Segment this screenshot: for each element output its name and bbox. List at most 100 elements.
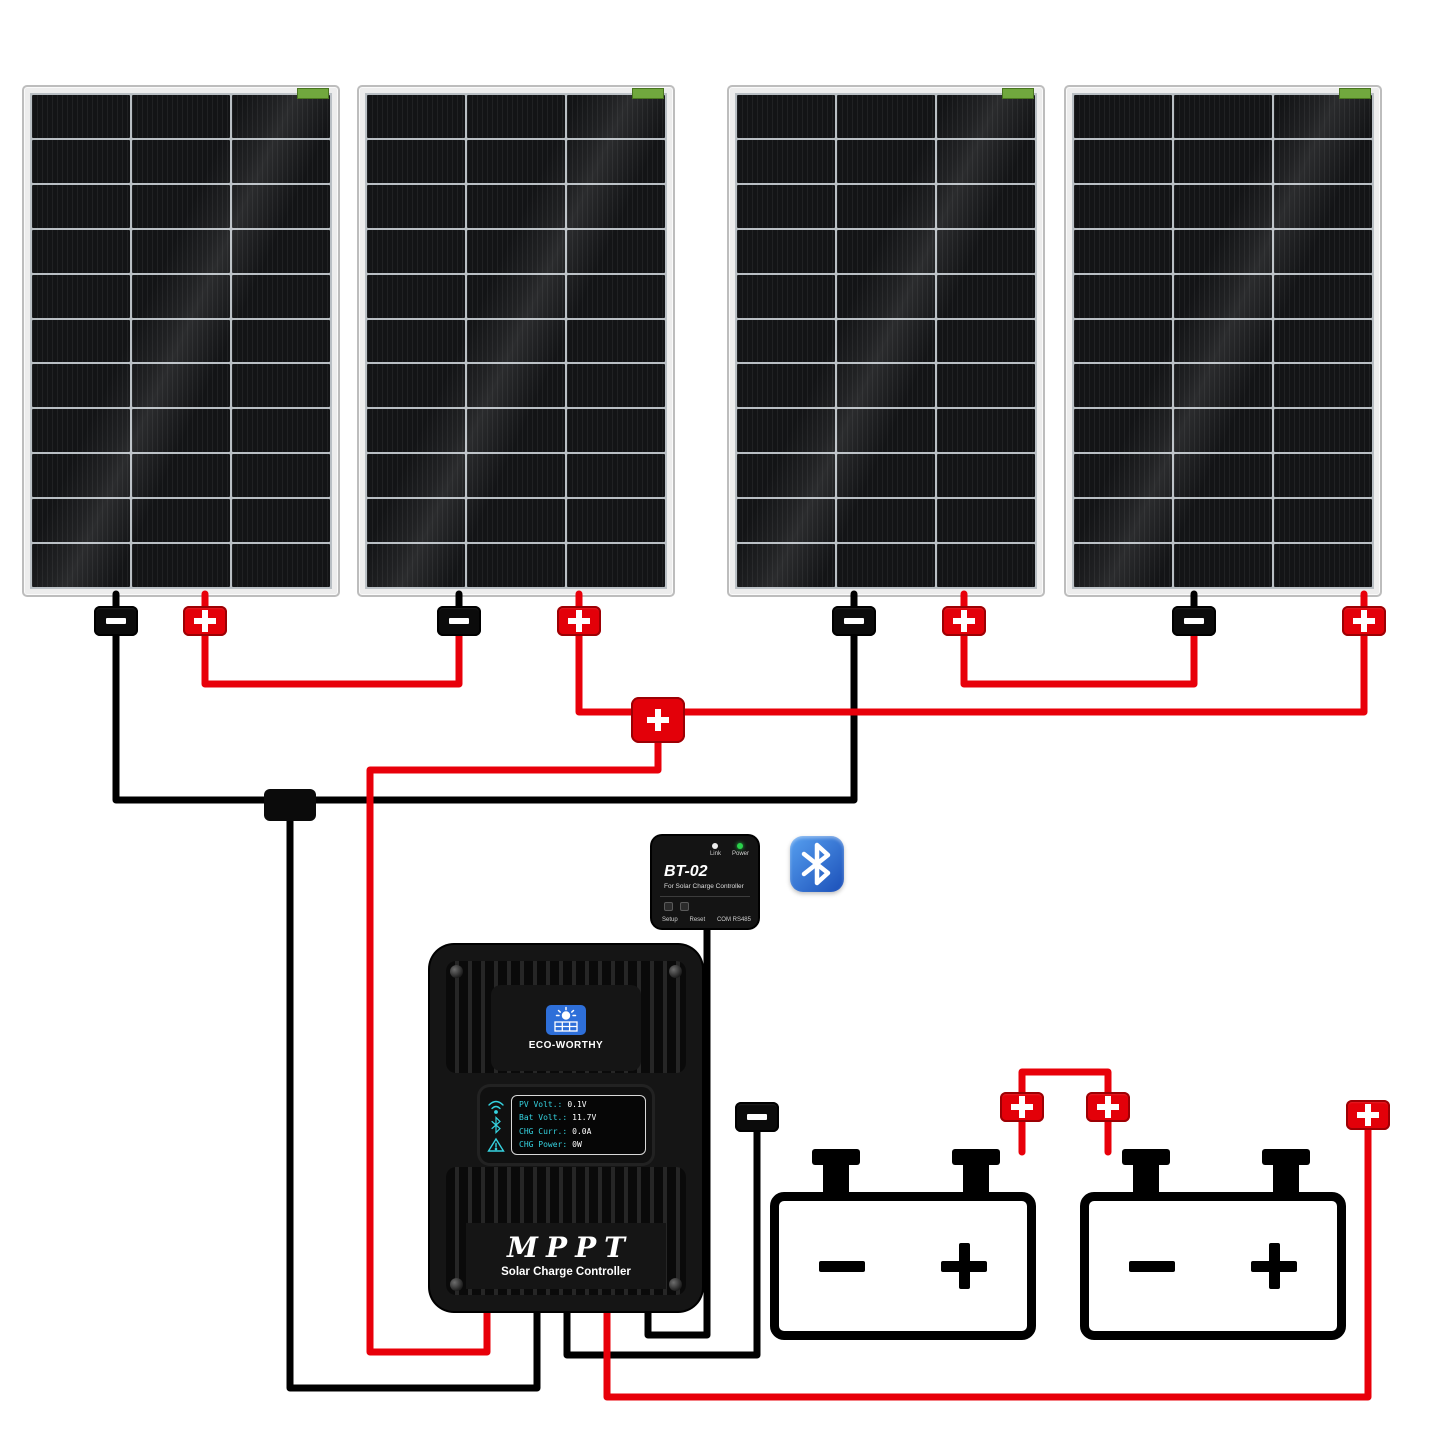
solar-cell	[1074, 499, 1172, 543]
solar-cell	[367, 409, 465, 453]
solar-cell	[837, 544, 935, 587]
lcd-label: CHG Curr.:	[519, 1126, 568, 1136]
solar-cell	[567, 544, 665, 587]
bt-led-row: Link Power	[710, 843, 749, 857]
spec-sticker	[1339, 88, 1371, 99]
solar-cell	[132, 95, 230, 138]
solar-cell	[1274, 364, 1372, 408]
spec-sticker	[1002, 88, 1034, 99]
solar-cell	[132, 319, 230, 363]
power-led-label: Power	[731, 851, 749, 857]
panel2-positive-connector	[557, 606, 601, 636]
panel2-negative-connector	[437, 606, 481, 636]
solar-cell	[367, 319, 465, 363]
solar-cell	[1174, 95, 1272, 138]
solar-cell	[232, 95, 330, 138]
solar-cell	[32, 274, 130, 318]
solar-cell	[32, 139, 130, 183]
panel3-negative-connector	[832, 606, 876, 636]
wire-pv-positive-to-controller	[366, 731, 662, 1356]
lcd-value: 0.0A	[572, 1126, 592, 1136]
plus-icon	[1097, 1096, 1119, 1118]
solar-cell	[567, 409, 665, 453]
solar-cell	[1074, 409, 1172, 453]
solar-cell	[1274, 319, 1372, 363]
solar-cell	[837, 229, 935, 273]
solar-cell	[737, 409, 835, 453]
solar-cell	[467, 184, 565, 228]
lcd-label: Bat Volt.:	[519, 1113, 568, 1123]
solar-cell	[367, 364, 465, 408]
solar-cell	[837, 319, 935, 363]
solar-cell	[567, 95, 665, 138]
solar-cell	[367, 274, 465, 318]
solar-cell	[937, 319, 1035, 363]
solar-cell	[1174, 454, 1272, 498]
solar-panel-1	[22, 85, 340, 597]
controller-subtitle: Solar Charge Controller	[501, 1266, 631, 1278]
brand-plate: ECO-WORTHY	[491, 985, 641, 1071]
solar-cell	[32, 364, 130, 408]
sun-panel-logo-icon	[546, 1005, 586, 1035]
solar-cell	[132, 139, 230, 183]
pv-negative-tee-connector	[264, 789, 316, 821]
plus-icon	[568, 610, 590, 632]
solar-cell	[1174, 409, 1272, 453]
minus-icon	[844, 618, 864, 624]
solar-cell	[467, 544, 565, 587]
minus-icon	[449, 618, 469, 624]
plus-icon	[194, 610, 216, 632]
lcd-label: PV Volt.:	[519, 1100, 563, 1109]
solar-cell	[937, 544, 1035, 587]
solar-cell	[467, 319, 565, 363]
link-led-label: Link	[709, 851, 721, 857]
solar-cell	[32, 499, 130, 543]
solar-cell	[467, 274, 565, 318]
plus-icon	[1353, 610, 1375, 632]
solar-cell	[132, 544, 230, 587]
solar-cell	[937, 409, 1035, 453]
solar-cell	[32, 95, 130, 138]
solar-cell	[937, 454, 1035, 498]
link-led-icon	[712, 843, 719, 849]
solar-cell	[837, 184, 935, 228]
lcd-label: CHG Power:	[519, 1139, 568, 1149]
solar-cell	[937, 95, 1035, 138]
bt-module: Link Power BT-02 For Solar Charge Contro…	[652, 836, 758, 928]
solar-cell	[232, 184, 330, 228]
solar-cell	[567, 319, 665, 363]
spec-sticker	[632, 88, 664, 99]
solar-cell	[1074, 139, 1172, 183]
warning-icon	[487, 1137, 505, 1152]
solar-cell	[132, 184, 230, 228]
spec-sticker	[297, 88, 329, 99]
solar-cell	[367, 454, 465, 498]
battery-jumper-connector-left	[1000, 1092, 1044, 1122]
solar-cell	[837, 364, 935, 408]
screw-icon	[669, 1278, 682, 1291]
solar-cell	[1174, 229, 1272, 273]
solar-cell	[32, 544, 130, 587]
bt-divider	[660, 896, 750, 897]
solar-cell	[1274, 454, 1372, 498]
bt-subtitle: For Solar Charge Controller	[664, 883, 744, 890]
solar-cell	[367, 95, 465, 138]
solar-cell	[1274, 499, 1372, 543]
solar-cell	[567, 274, 665, 318]
battery-2	[1080, 1149, 1346, 1340]
brand-label: ECO-WORTHY	[528, 1040, 604, 1051]
solar-cell	[837, 139, 935, 183]
minus-icon	[747, 1114, 767, 1120]
solar-cell	[367, 184, 465, 228]
wire-pv-negative-to-controller	[286, 804, 541, 1392]
solar-cell	[937, 499, 1035, 543]
solar-cell-grid	[30, 93, 332, 589]
solar-cell-grid	[1072, 93, 1374, 589]
wire-series-link-string1	[201, 590, 463, 688]
solar-cell	[837, 499, 935, 543]
battery-terminal-left	[812, 1149, 860, 1201]
panel4-positive-connector	[1342, 606, 1386, 636]
panel3-positive-connector	[942, 606, 986, 636]
wire-bt-module-cable	[644, 911, 711, 1339]
